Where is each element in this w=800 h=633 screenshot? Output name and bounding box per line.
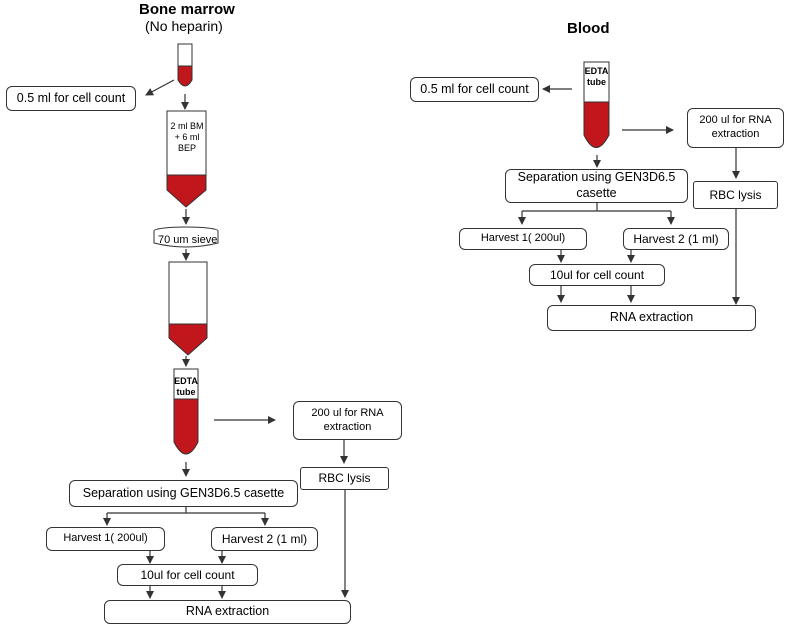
bm-subtitle: (No heparin) xyxy=(145,18,223,34)
bm-mix-tube-icon xyxy=(166,110,207,208)
bm-edta-tube-icon xyxy=(173,368,199,455)
blood-title: Blood xyxy=(567,20,610,37)
bm-tube-label: 2 ml BM + 6 ml BEP xyxy=(170,121,204,153)
bm-arrow-to-count xyxy=(145,79,175,96)
bm-count-box: 0.5 ml for cell count xyxy=(6,86,136,111)
blood-split-connector xyxy=(518,203,675,225)
blood-separation-box: Separation using GEN3D6.5 casette xyxy=(505,169,688,203)
blood-volume-label: 8 ml xyxy=(586,92,607,103)
bm-edta-label: EDTA tube xyxy=(174,376,198,397)
blood-cell-count-box: 10ul for cell count xyxy=(529,264,665,286)
sieve-icon xyxy=(153,226,219,248)
bm-title: Bone marrow xyxy=(139,1,235,18)
sieve-label: 70 um sieve xyxy=(158,234,218,246)
bm-sample-tube-icon xyxy=(177,43,193,87)
bm-rbc-lysis-box: RBC lysis xyxy=(300,467,389,490)
bm-cell-count-box: 10ul for cell count xyxy=(117,564,258,586)
blood-count-box: 0.5 ml for cell count xyxy=(410,77,539,102)
bm-rna-extraction-box: RNA extraction xyxy=(104,600,351,624)
bm-harvest2-box: Harvest 2 (1 ml) xyxy=(211,527,318,551)
blood-rna-extraction-box: RNA extraction xyxy=(547,305,756,331)
blood-edta-label: EDTA tube xyxy=(584,66,609,87)
blood-harvest1-box: Harvest 1( 200ul) xyxy=(459,228,587,250)
bm-harvest1-box: Harvest 1( 200ul) xyxy=(46,527,165,551)
bm-rna-box: 200 ul for RNA extraction xyxy=(293,401,402,440)
blood-rbc-lysis-box: RBC lysis xyxy=(693,181,778,209)
blood-harvest2-box: Harvest 2 (1 ml) xyxy=(623,228,729,250)
bm-filtered-tube-icon xyxy=(168,261,208,356)
bm-separation-box: Separation using GEN3D6.5 casette xyxy=(69,480,298,507)
blood-rna-box: 200 ul for RNA extraction xyxy=(687,108,784,148)
bm-split-connector xyxy=(103,507,269,526)
blood-edta-tube-icon xyxy=(583,61,610,148)
